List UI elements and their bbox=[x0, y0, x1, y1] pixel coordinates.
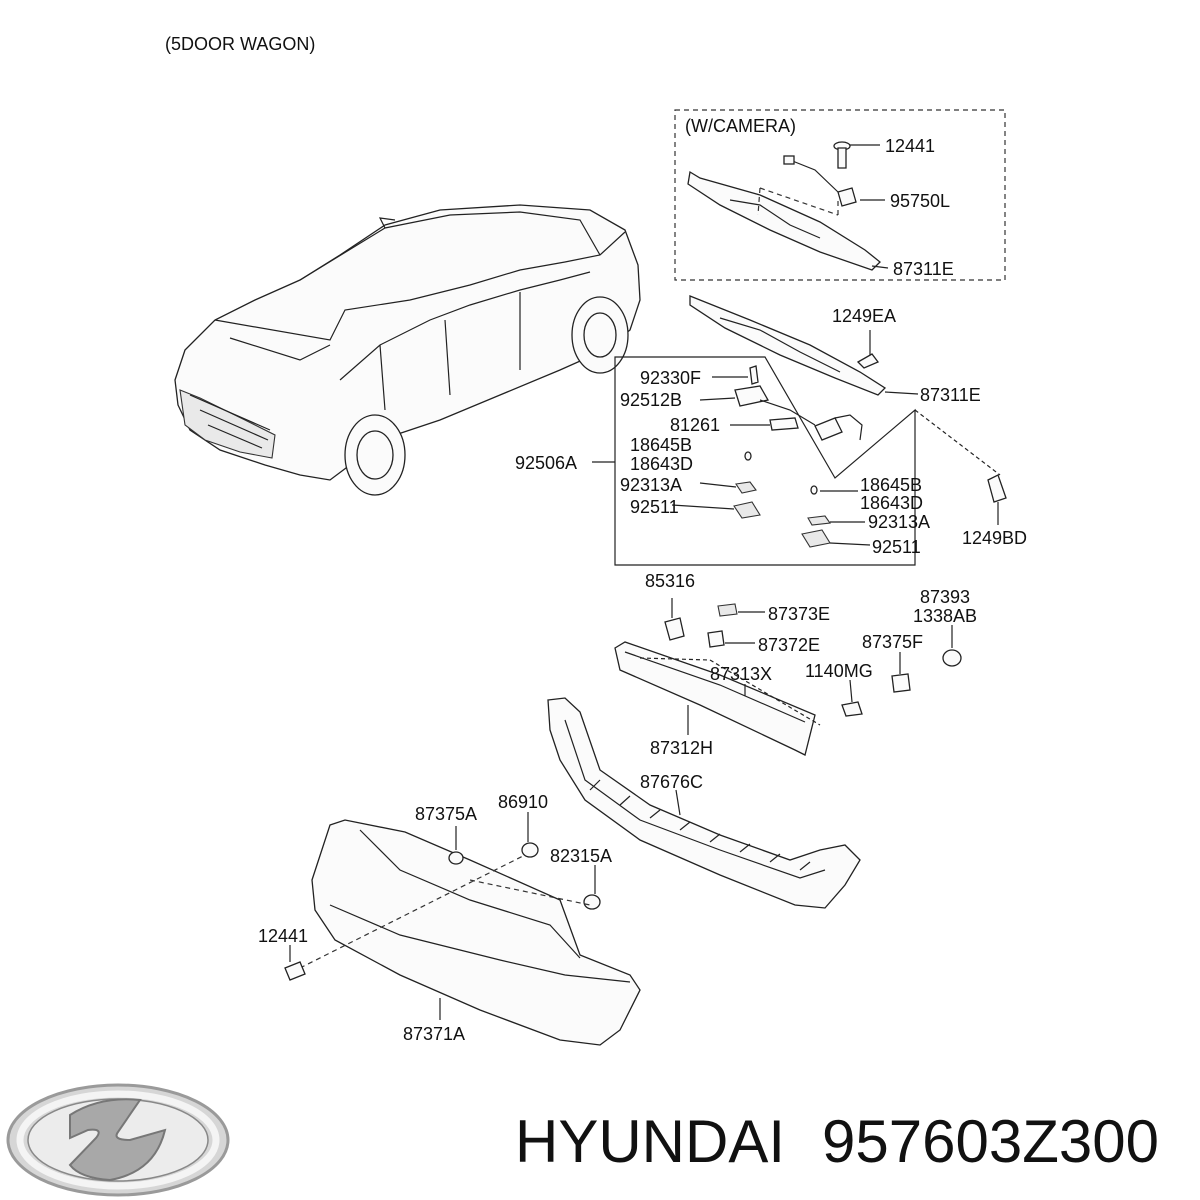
bulb-18645b-right bbox=[810, 485, 818, 495]
lamp-81261 bbox=[769, 417, 799, 431]
callout-86910: 86910 bbox=[498, 792, 548, 812]
callout-81261: 81261 bbox=[670, 415, 720, 435]
callout-1249bd: 1249BD bbox=[962, 528, 1027, 548]
lens-92511-left bbox=[733, 501, 761, 519]
lamp-92512b bbox=[734, 385, 770, 407]
clip-86910 bbox=[521, 842, 539, 858]
part-number: 957603Z300 bbox=[822, 1108, 1159, 1175]
callout-92512b: 92512B bbox=[620, 390, 682, 410]
nut-1338ab bbox=[942, 649, 962, 667]
callout-18643d-right: 18643D bbox=[860, 493, 923, 513]
callout-87375f: 87375F bbox=[862, 632, 923, 652]
screw-1249ea bbox=[856, 353, 880, 369]
callout-87371a: 87371A bbox=[403, 1024, 465, 1044]
callout-87373e: 87373E bbox=[768, 604, 830, 624]
lamp-socket-right bbox=[814, 417, 843, 441]
callout-18645b-left: 18645B bbox=[630, 435, 692, 455]
callout-95750l: 95750L bbox=[890, 191, 950, 211]
callout-87312h: 87312H bbox=[650, 738, 713, 758]
bolt-12441-top bbox=[833, 141, 851, 169]
lens-92511-right bbox=[801, 529, 831, 548]
gasket-92313a-left bbox=[735, 481, 757, 494]
callout-87393: 87393 bbox=[920, 587, 970, 607]
bumper-cover-87371a bbox=[311, 819, 641, 1046]
bolt-12441-bottom bbox=[284, 961, 306, 981]
callout-12441-bottom: 12441 bbox=[258, 926, 308, 946]
pad-87375f bbox=[891, 673, 911, 693]
camera-box-title: (W/CAMERA) bbox=[685, 116, 796, 136]
callout-1338ab: 1338AB bbox=[913, 606, 977, 626]
clip-82315a bbox=[583, 894, 601, 910]
clip-85316 bbox=[664, 617, 685, 641]
hyundai-logo bbox=[6, 1083, 230, 1197]
bracket-87676c bbox=[547, 697, 861, 909]
clip-87375a bbox=[448, 851, 464, 865]
callout-87311e: 87311E bbox=[920, 385, 981, 405]
callout-87375a: 87375A bbox=[415, 804, 477, 824]
callout-1249ea: 1249EA bbox=[832, 306, 896, 326]
callout-92511-right: 92511 bbox=[872, 537, 921, 557]
pad-87372e bbox=[707, 630, 725, 648]
screw-1249bd bbox=[987, 474, 1007, 503]
bulb-18645b-left bbox=[744, 451, 752, 461]
gasket-92313a-right bbox=[807, 515, 831, 526]
callout-12441-top: 12441 bbox=[885, 136, 935, 156]
callout-92506a: 92506A bbox=[515, 453, 577, 473]
callout-82315a: 82315A bbox=[550, 846, 612, 866]
callout-92313a-left: 92313A bbox=[620, 475, 682, 495]
callout-92330f: 92330F bbox=[640, 368, 701, 388]
pad-87373e bbox=[717, 603, 738, 617]
callout-87311e-top: 87311E bbox=[893, 259, 954, 279]
callout-92313a-right: 92313A bbox=[868, 512, 930, 532]
car-illustration bbox=[174, 204, 641, 496]
callout-92511-left: 92511 bbox=[630, 497, 679, 517]
callout-87372e: 87372E bbox=[758, 635, 820, 655]
bulb-92330f bbox=[749, 365, 759, 385]
brand-name: HYUNDAI bbox=[515, 1108, 785, 1175]
camera-95750l bbox=[783, 155, 857, 207]
callout-1140mg: 1140MG bbox=[805, 661, 873, 681]
diagram-title: (5DOOR WAGON) bbox=[165, 34, 315, 54]
callout-18645b-right: 18645B bbox=[860, 475, 922, 495]
callout-18643d-left: 18643D bbox=[630, 454, 693, 474]
strip-87312h bbox=[614, 641, 816, 756]
callout-87313x: 87313X bbox=[710, 664, 772, 684]
camera-option-box bbox=[674, 109, 1006, 281]
callout-87676c: 87676C bbox=[640, 772, 703, 792]
callout-85316: 85316 bbox=[645, 571, 695, 591]
grommet-1140mg bbox=[841, 701, 863, 717]
